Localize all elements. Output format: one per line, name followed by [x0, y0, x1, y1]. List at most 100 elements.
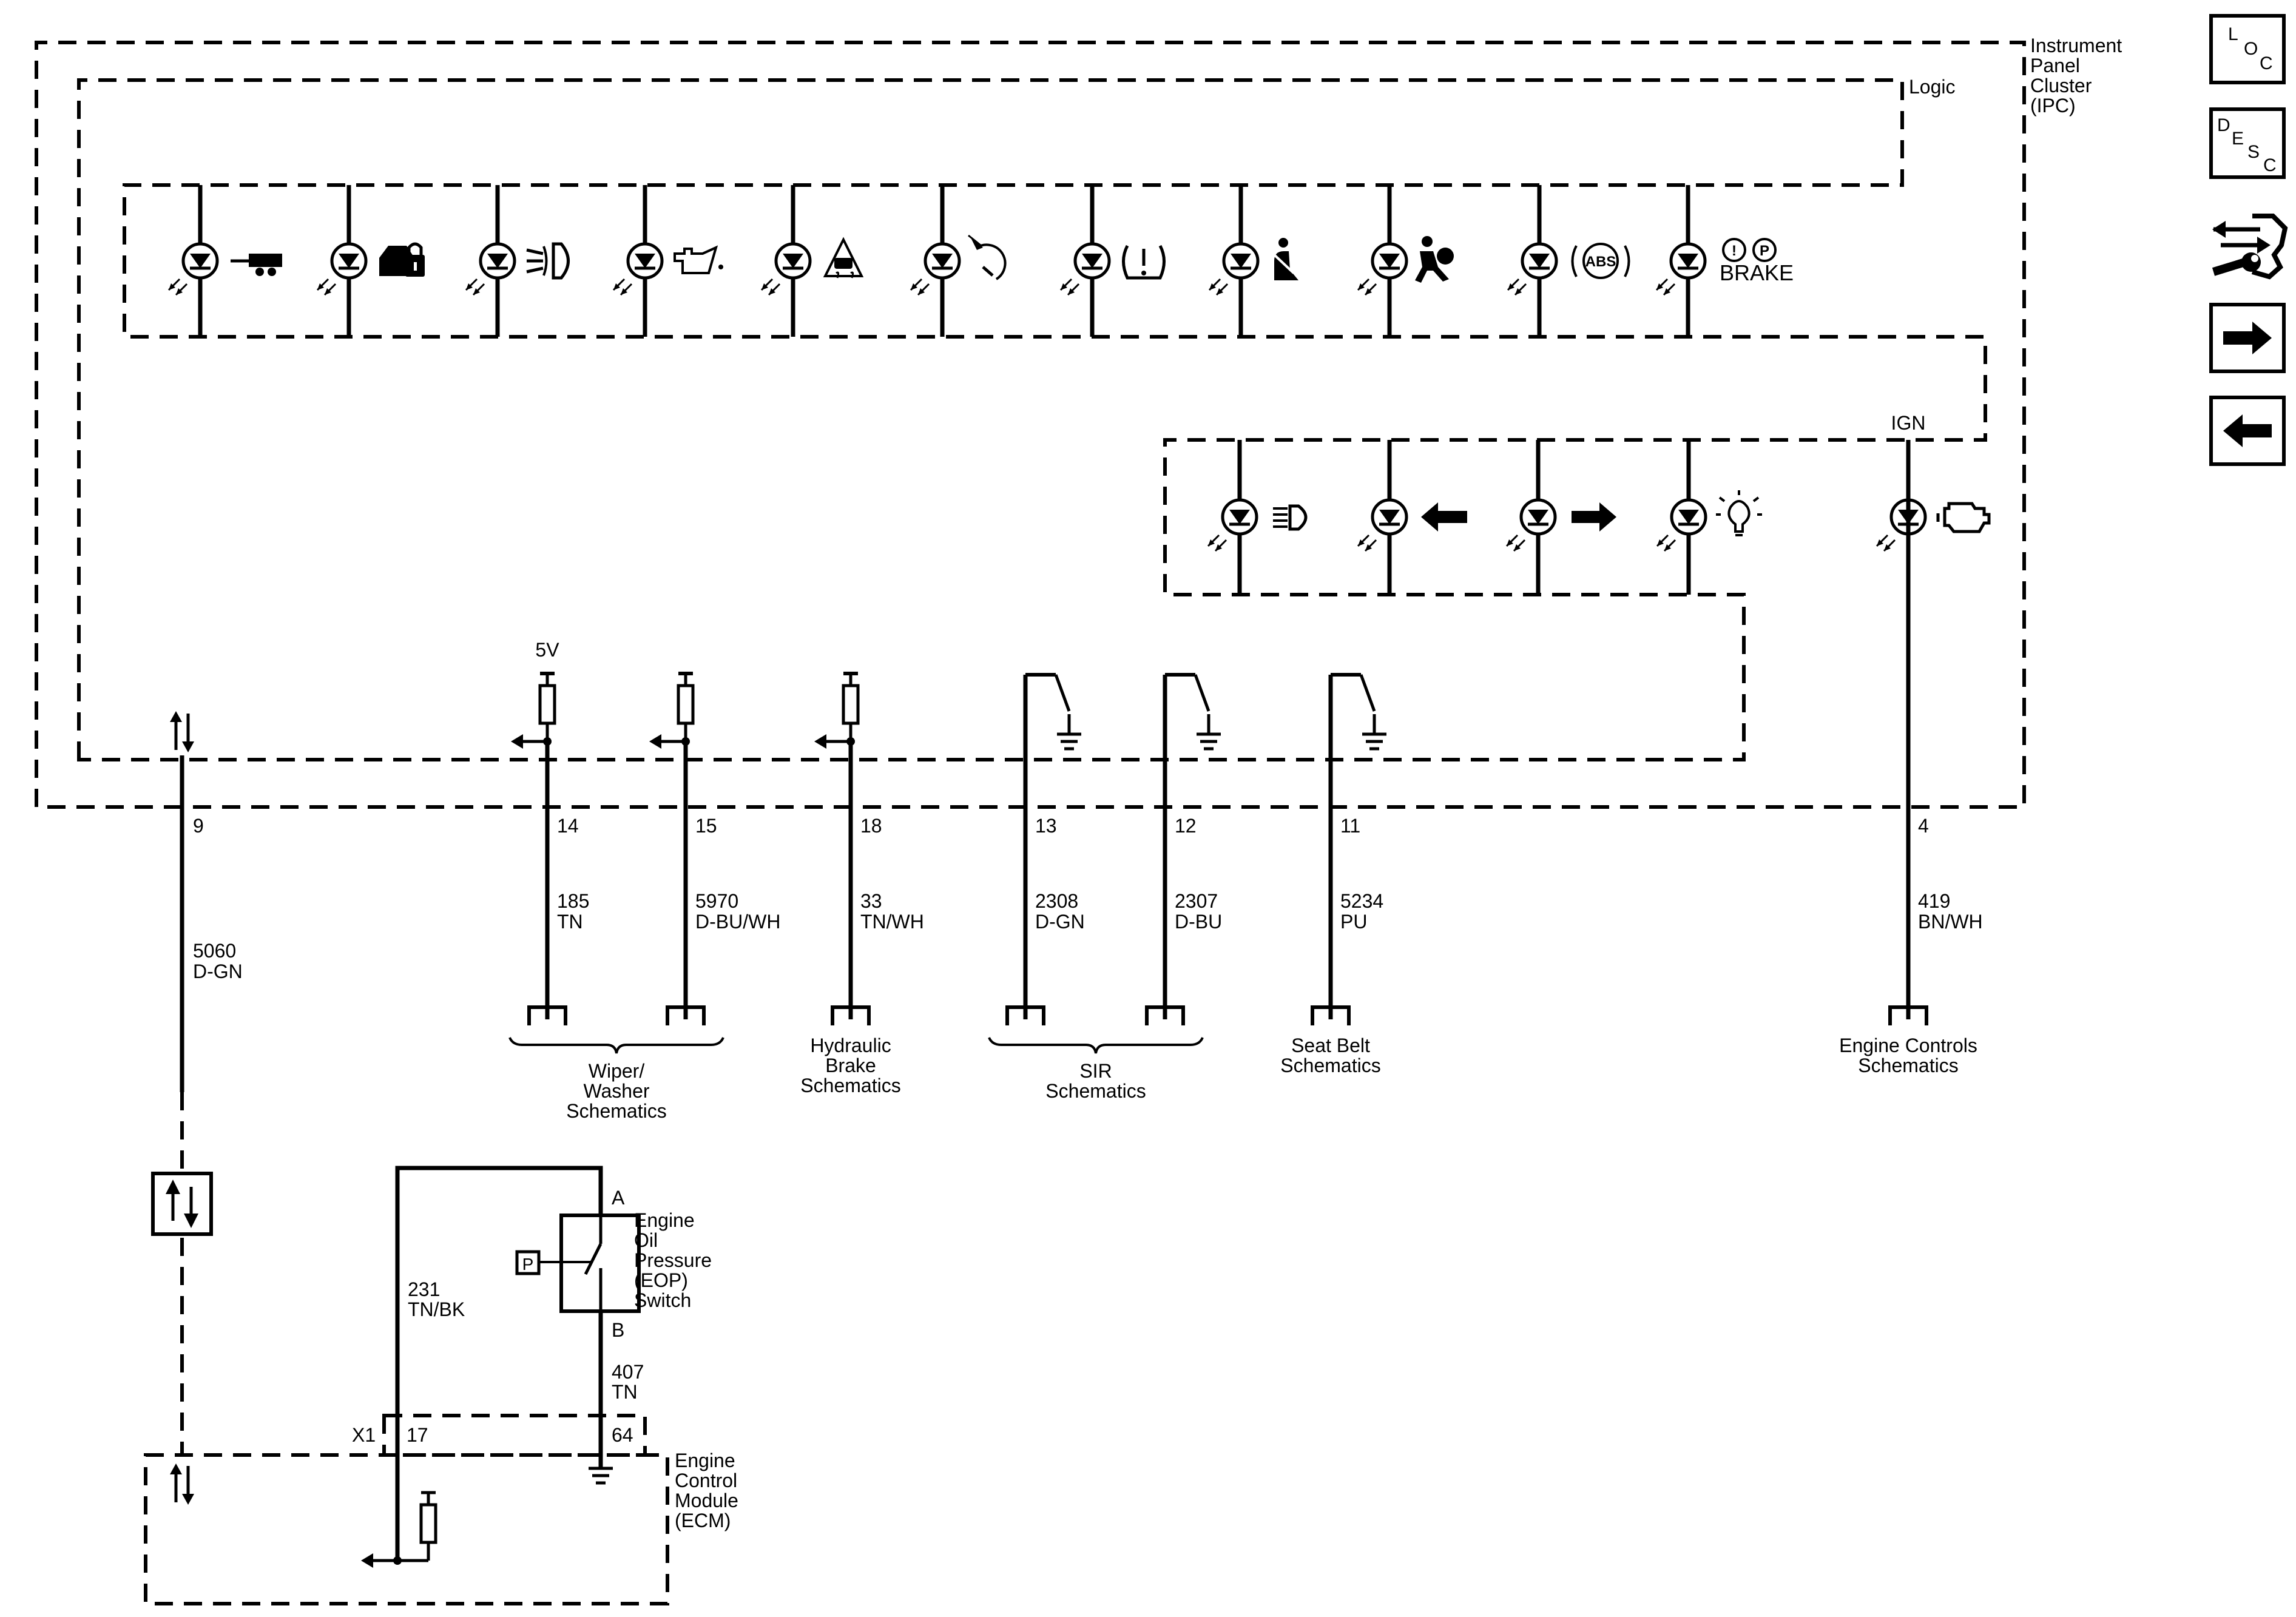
- svg-text:Module: Module: [675, 1490, 738, 1511]
- description-button[interactable]: D E S C: [2209, 107, 2286, 179]
- serial-data-box: [151, 1172, 213, 1236]
- left-turn-icon: [1421, 502, 1467, 532]
- indicator-seat-belt: [1209, 185, 1298, 337]
- pullup-15: [649, 673, 693, 749]
- ign-label: IGN: [1891, 412, 1926, 434]
- hydraulic-brake-reference: Hydraulic Brake Schematics: [800, 1035, 900, 1096]
- switch-ground-12: [1165, 675, 1221, 749]
- indicator-tire-pressure: [1061, 185, 1166, 337]
- brake-icon: ! P BRAKE: [1720, 238, 1794, 285]
- svg-text:(EOP): (EOP): [634, 1269, 688, 1291]
- wiper-washer-reference: Wiper/ Washer Schematics: [566, 1060, 666, 1122]
- connector-end-view-button[interactable]: [2212, 214, 2288, 280]
- svg-text:SIR: SIR: [1079, 1060, 1112, 1082]
- svg-text:O: O: [2244, 39, 2258, 59]
- svg-text:14: 14: [557, 815, 579, 837]
- circuit-231-wire: [395, 1166, 603, 1561]
- circuit-labels: 9 5060 D-GN 14 185 TN 15 5970 D-BU/WH 18…: [193, 815, 1983, 982]
- location-button[interactable]: L O C: [2209, 14, 2286, 84]
- indicator-right-turn: [1507, 440, 1616, 595]
- svg-text:Instrument: Instrument: [2030, 35, 2122, 56]
- supply-label: 5V: [535, 639, 559, 661]
- svg-text:11: 11: [1340, 815, 1360, 837]
- svg-text:12: 12: [1175, 815, 1197, 837]
- svg-text:Schematics: Schematics: [566, 1100, 666, 1122]
- eop-switch-label: Engine Oil Pressure (EOP) Switch: [634, 1209, 712, 1311]
- svg-text:Schematics: Schematics: [800, 1075, 900, 1096]
- arrow-left-icon: [2223, 414, 2272, 447]
- engine-controls-reference: Engine Controls Schematics: [1839, 1035, 1977, 1076]
- svg-text:Oil: Oil: [634, 1229, 658, 1251]
- svg-text:A: A: [612, 1187, 625, 1209]
- loc-icon: L O C: [2228, 24, 2273, 73]
- indicator-cruise-control: [911, 185, 1007, 337]
- svg-text:13: 13: [1035, 815, 1057, 837]
- svg-text:Engine: Engine: [675, 1450, 735, 1471]
- traction-control-icon: [823, 237, 864, 279]
- svg-text:P: P: [1760, 243, 1769, 259]
- svg-text:231: 231: [408, 1278, 440, 1300]
- svg-text:TN: TN: [557, 911, 583, 933]
- svg-text:185: 185: [557, 890, 589, 912]
- desc-icon: D E S C: [2217, 115, 2277, 175]
- switch-ground-13: [1025, 675, 1081, 749]
- svg-text:17: 17: [407, 1424, 428, 1446]
- logic-boundary: [77, 78, 1987, 761]
- ecm-label: Engine Control Module (ECM): [675, 1450, 738, 1531]
- previous-page-button[interactable]: [2209, 396, 2286, 466]
- indicator-trailer: [169, 185, 282, 337]
- connector-wrench-icon: [2212, 214, 2288, 280]
- svg-text:Brake: Brake: [825, 1055, 876, 1076]
- svg-text:L: L: [2228, 24, 2238, 44]
- svg-text:(ECM): (ECM): [675, 1510, 731, 1531]
- lamp-icon: [1716, 490, 1762, 536]
- oil-pressure-icon: [674, 245, 723, 274]
- pressure-sensor-icon: [515, 1250, 541, 1275]
- indicator-traction-control: [761, 185, 864, 337]
- serial-data-icon: [170, 711, 194, 752]
- ecm-connector-labels: X1 17 64: [352, 1424, 633, 1446]
- indicator-oil-pressure: [613, 185, 723, 337]
- svg-text:E: E: [2232, 129, 2244, 149]
- svg-text:Schematics: Schematics: [1045, 1080, 1146, 1102]
- ipc-boundary: [35, 41, 2026, 809]
- svg-text:BN/WH: BN/WH: [1918, 911, 1983, 933]
- trailer-icon: [231, 254, 282, 276]
- svg-text:Cluster: Cluster: [2030, 75, 2092, 96]
- logic-label: Logic: [1909, 76, 1956, 98]
- svg-text:D: D: [2217, 115, 2230, 135]
- arrow-right-icon: [2223, 322, 2272, 354]
- indicator-abs: ABS: [1508, 185, 1630, 337]
- svg-text:Engine Controls: Engine Controls: [1839, 1035, 1977, 1056]
- eop-switch: P A B: [515, 1187, 641, 1341]
- indicator-check-engine: [1877, 500, 1991, 551]
- svg-text:Pressure: Pressure: [634, 1249, 712, 1271]
- svg-text:PU: PU: [1340, 911, 1367, 933]
- svg-text:P: P: [522, 1255, 534, 1274]
- brake-icon-text: BRAKE: [1720, 260, 1794, 285]
- svg-text:Schematics: Schematics: [1858, 1055, 1958, 1076]
- svg-text:5234: 5234: [1340, 890, 1383, 912]
- svg-text:18: 18: [860, 815, 882, 837]
- pullup-14: [511, 673, 555, 749]
- indicator-airbag: [1358, 185, 1454, 337]
- tire-pressure-icon: [1122, 245, 1166, 280]
- sir-reference: SIR Schematics: [1045, 1060, 1146, 1102]
- check-engine-icon: [1936, 502, 1991, 533]
- svg-text:64: 64: [612, 1424, 633, 1446]
- svg-text:5060: 5060: [193, 940, 236, 962]
- ipc-label: Instrument Panel Cluster (IPC): [2030, 35, 2122, 116]
- abs-icon: ABS: [1571, 243, 1630, 279]
- next-page-button[interactable]: [2209, 303, 2286, 373]
- fog-lamp-icon: [526, 242, 570, 280]
- high-beam-icon: [1273, 504, 1308, 531]
- switch-ground-11: [1331, 675, 1386, 749]
- svg-text:5970: 5970: [695, 890, 738, 912]
- ecm-pullup: [361, 1491, 437, 1568]
- svg-text:Schematics: Schematics: [1280, 1055, 1380, 1076]
- svg-text:TN/WH: TN/WH: [860, 911, 924, 933]
- indicator-lamp: [1657, 440, 1762, 595]
- svg-text:Hydraulic: Hydraulic: [810, 1035, 891, 1056]
- indicator-high-beam: [1208, 440, 1308, 595]
